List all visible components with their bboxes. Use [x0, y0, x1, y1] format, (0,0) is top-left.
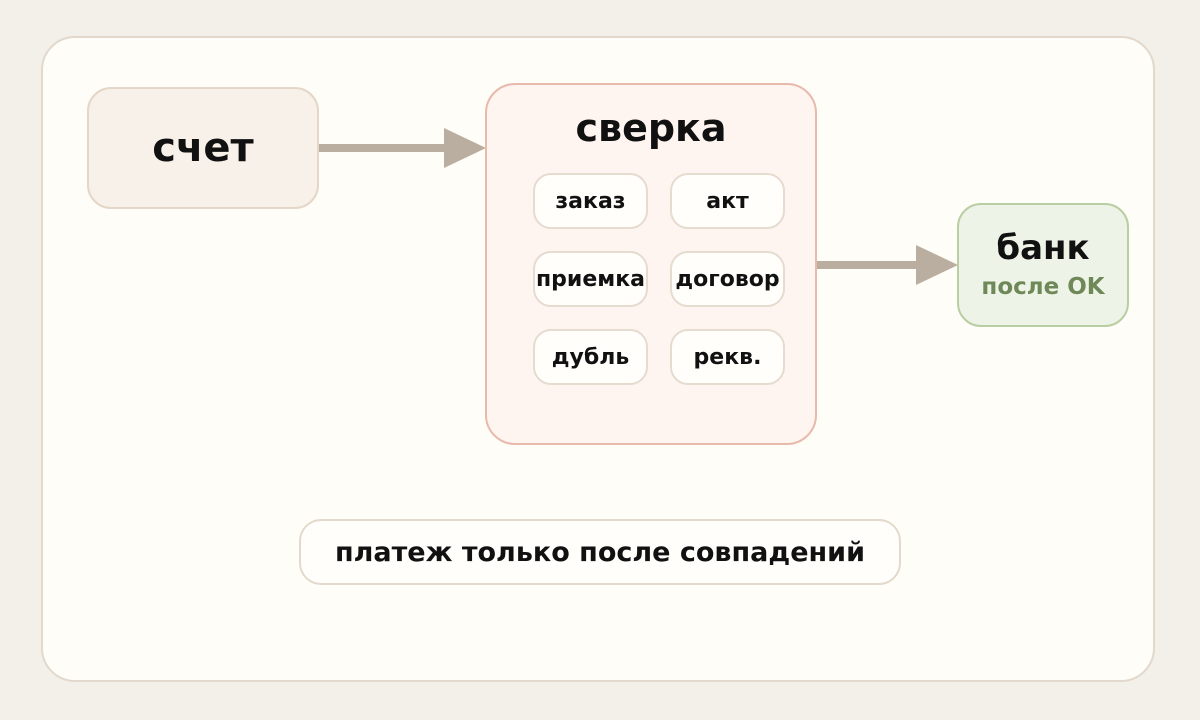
invoice-label: счет: [152, 125, 254, 171]
invoice-node: счет: [87, 87, 319, 209]
reconciliation-title: сверка: [575, 106, 727, 150]
bank-node: банк после OK: [957, 203, 1129, 327]
check-chip-acceptance: приемка: [533, 251, 648, 307]
bank-subtitle: после OK: [981, 274, 1105, 300]
check-chip-order: заказ: [533, 173, 648, 229]
check-chip-contract: договор: [670, 251, 785, 307]
payment-rule-note: платеж только после совпадений: [299, 519, 901, 585]
check-chip-act: акт: [670, 173, 785, 229]
check-chip-duplicate: дубль: [533, 329, 648, 385]
check-chip-requisites: рекв.: [670, 329, 785, 385]
bank-title: банк: [996, 228, 1090, 268]
